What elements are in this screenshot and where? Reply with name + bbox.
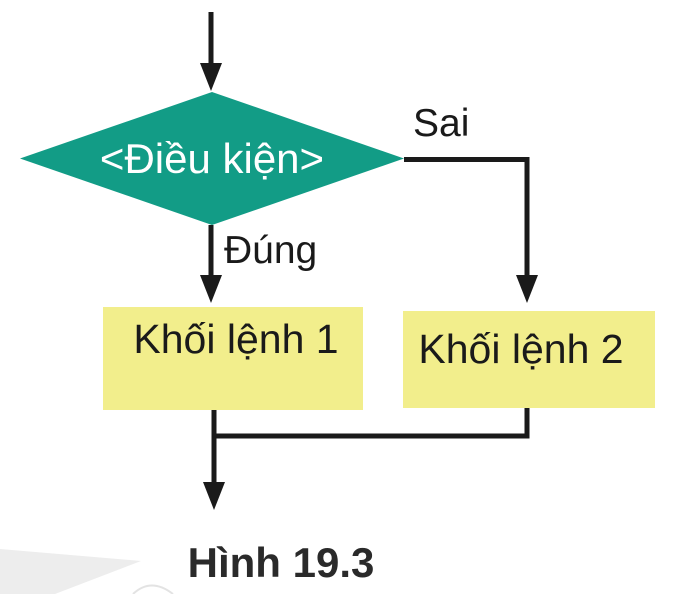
false-branch-connector: [404, 157, 530, 276]
true-branch-arrowhead-icon: [200, 275, 222, 303]
page-curl-edge-decoration: [132, 584, 174, 594]
block1-label: Khối lệnh 1: [133, 316, 338, 362]
block2-box: [403, 311, 655, 408]
true-branch-label: Đúng: [224, 229, 317, 272]
figure-caption: Hình 19.3: [188, 539, 375, 586]
false-branch-label: Sai: [413, 102, 469, 145]
block2-label: Khối lệnh 2: [418, 326, 623, 372]
block1-box: [103, 307, 363, 410]
false-branch-arrowhead-icon: [516, 275, 538, 303]
page-curl-decoration: [0, 549, 141, 594]
condition-label: <Điều kiện>: [100, 135, 324, 182]
exit-arrowhead-icon: [203, 482, 225, 510]
condition-diamond: [20, 92, 404, 225]
entry-arrowhead-icon: [200, 63, 222, 91]
merge-connector: [214, 408, 530, 439]
